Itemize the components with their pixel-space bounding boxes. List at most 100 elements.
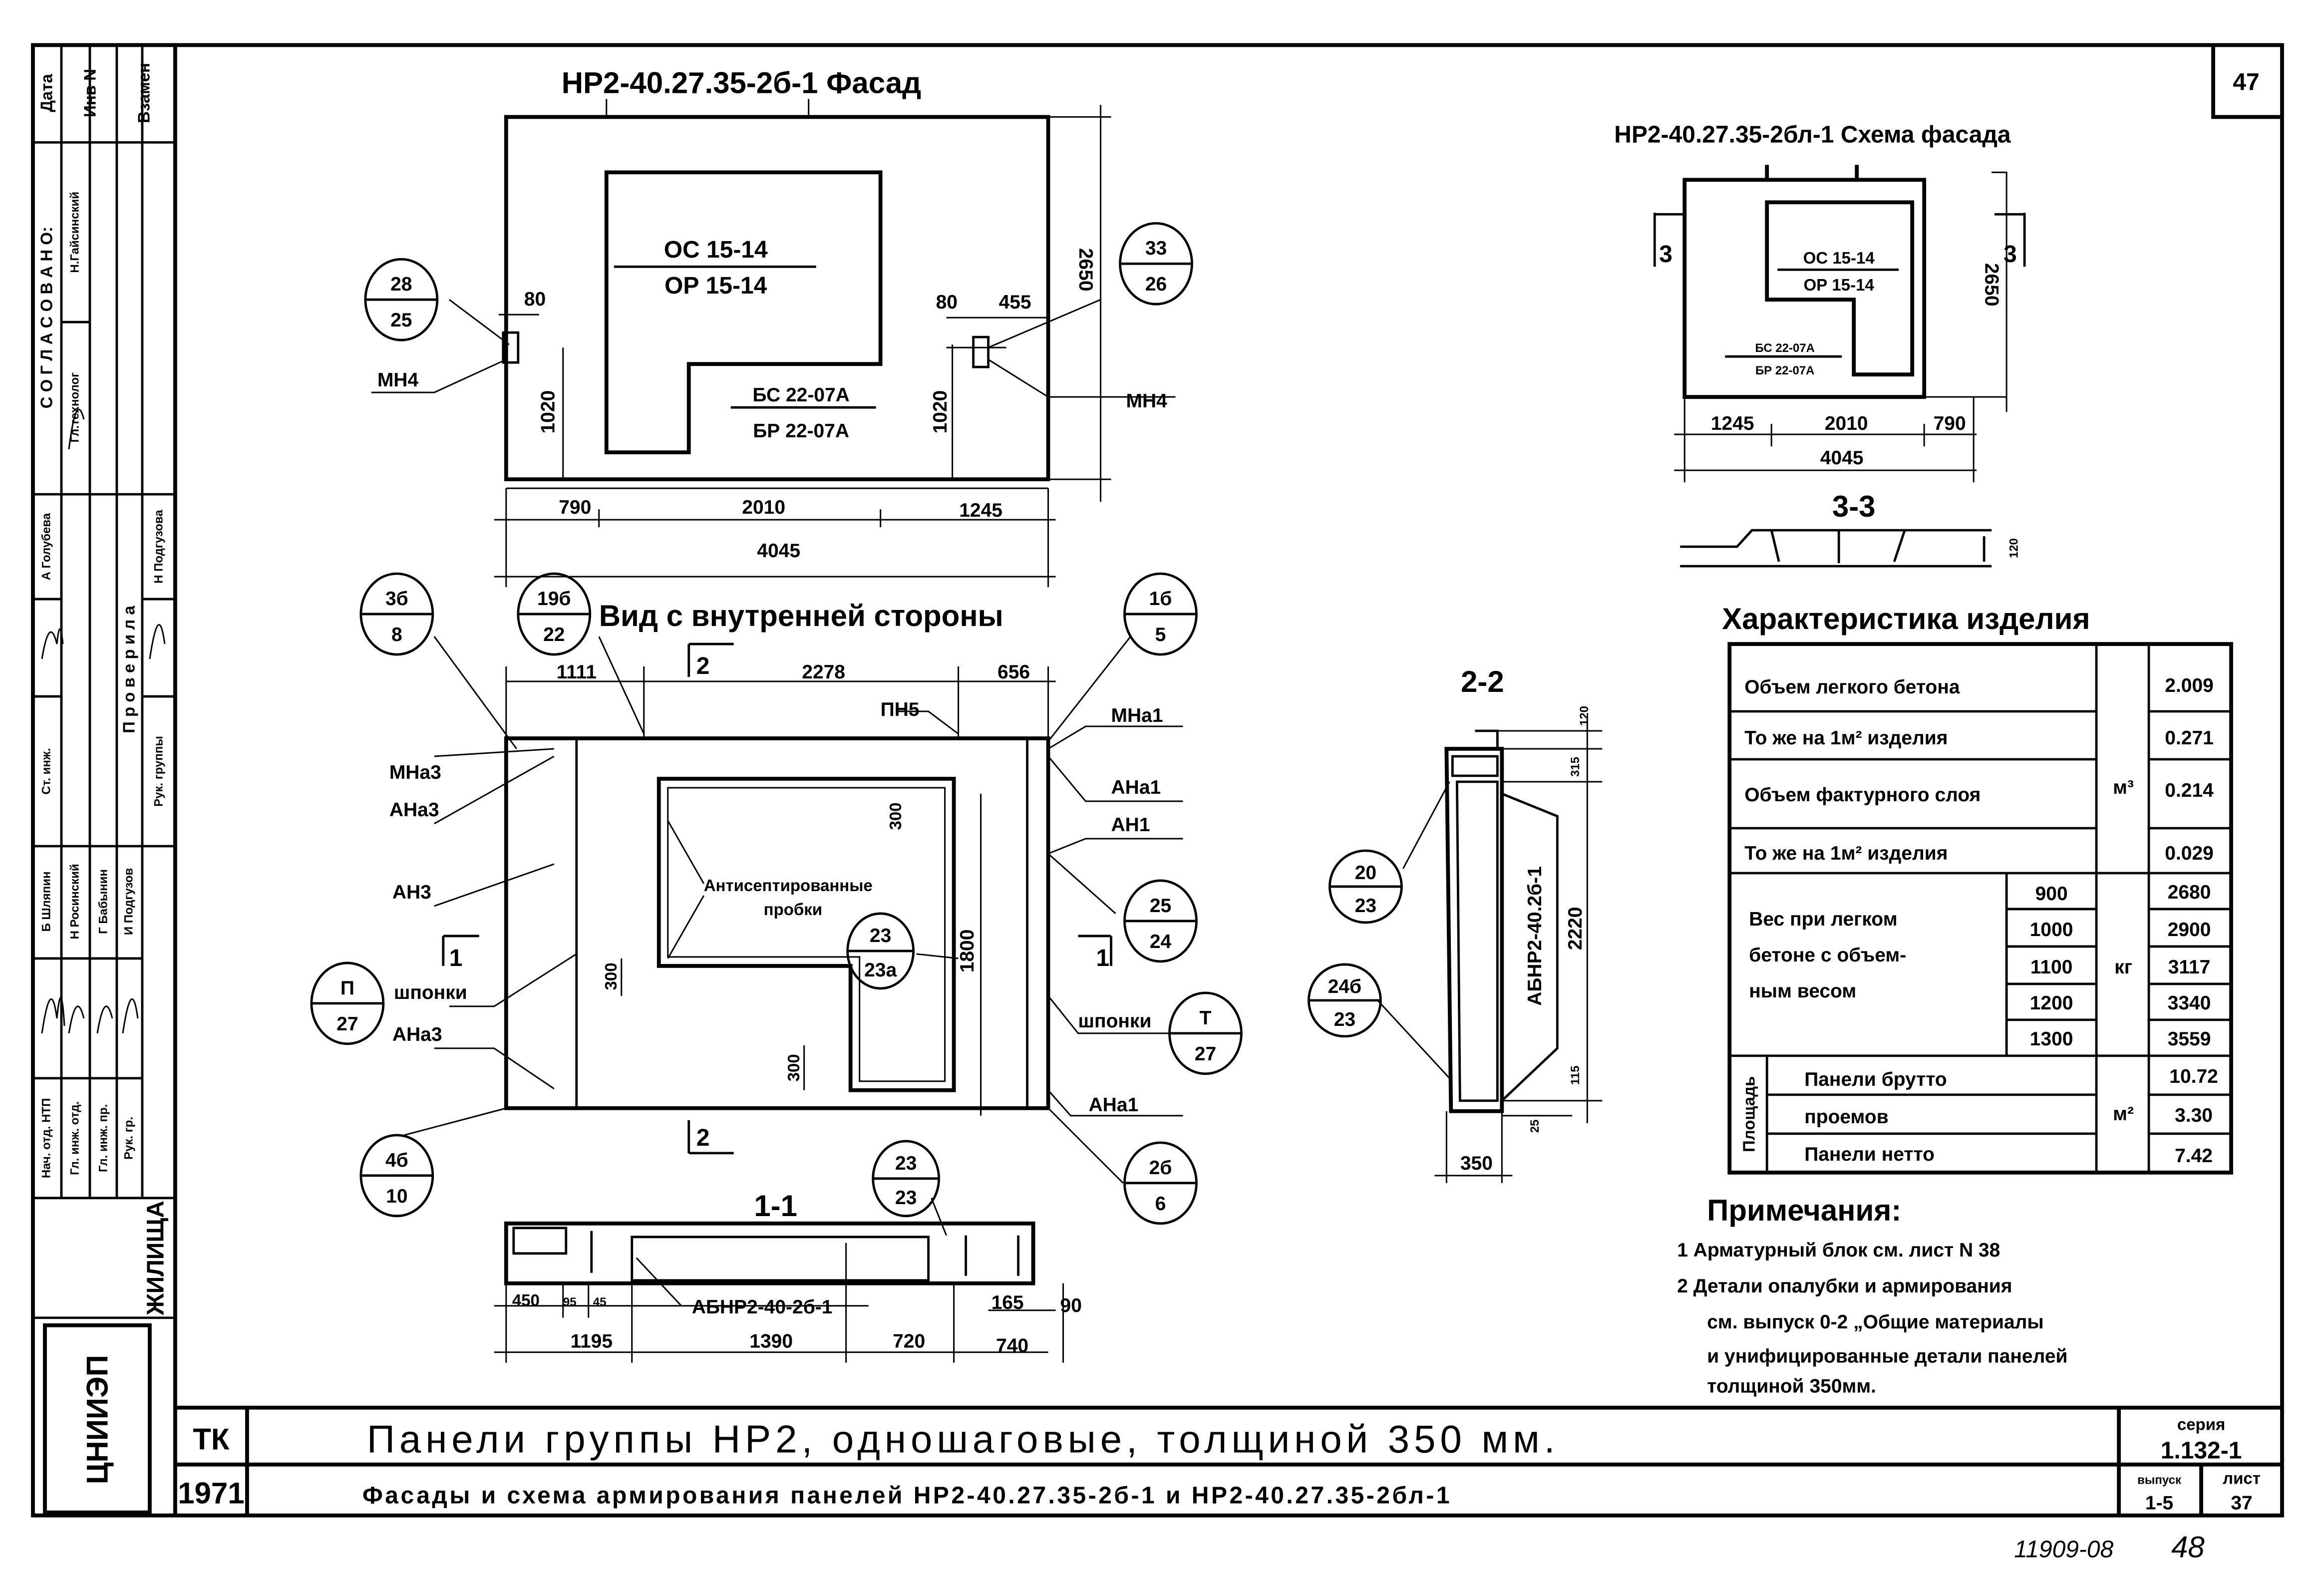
dim-1111: 1111 [557, 661, 597, 683]
dim-90: 90 [1060, 1295, 1082, 1316]
dim-165: 165 [992, 1292, 1024, 1313]
section-mark-1: 1 [1096, 945, 1110, 971]
svg-text:25: 25 [1150, 895, 1171, 917]
weight-value: 2900 [2168, 919, 2211, 941]
svg-text:27: 27 [1195, 1043, 1216, 1065]
svg-text:22: 22 [543, 624, 565, 645]
schema-dim-4045: 4045 [1820, 447, 1864, 469]
door-mark-top: БС 22-07А [752, 384, 849, 406]
svg-text:5: 5 [1155, 624, 1166, 645]
stamp-replace: Взамен [134, 63, 153, 123]
svg-text:10: 10 [386, 1186, 407, 1207]
area-value: 3.30 [2175, 1105, 2213, 1126]
dim-2010: 2010 [742, 497, 785, 518]
stamp-name: Н Росинский [68, 864, 81, 939]
density: 1300 [2030, 1028, 2073, 1050]
char-label: Объем легкого бетона [1744, 676, 1960, 698]
label-ana3: АНа3 [392, 1024, 442, 1045]
approval-stamp: Дата Инв N Взамен С О Г Л А С О В А Н О:… [32, 45, 175, 1515]
note-line: см. выпуск 0-2 „Общие материалы [1707, 1311, 2043, 1333]
density: 900 [2035, 883, 2068, 905]
note-line: толщиной 350мм. [1707, 1376, 1876, 1397]
schema-title: НР2-40.27.35-2бл-1 Схема фасада [1614, 121, 2011, 148]
title-block-year: 1971 [178, 1477, 244, 1510]
label-mna3: МНа3 [389, 762, 441, 783]
label-ana1: АНа1 [1111, 777, 1161, 798]
dim-1245: 1245 [959, 500, 1002, 521]
callout-2b-6: 2б6 [1123, 1141, 1198, 1225]
schema-door-top: БС 22-07А [1755, 341, 1815, 355]
stamp-agreed: С О Г Л А С О В А Н О: [37, 227, 55, 408]
window-mark-bottom: ОР 15-14 [664, 273, 767, 299]
dim-740: 740 [996, 1335, 1028, 1357]
facade-view: НР2-40.27.35-2б-1 Фасад ОС 15-14 ОР 15-1… [364, 66, 1193, 588]
dim-2220: 2220 [1565, 907, 1586, 950]
section-mark-1: 1 [449, 945, 463, 971]
section-1-1-title: 1-1 [754, 1189, 797, 1223]
issue-label: выпуск [2137, 1474, 2182, 1487]
svg-text:23: 23 [1334, 1009, 1355, 1030]
svg-text:19б: 19б [537, 588, 571, 610]
archive-page: 48 [2171, 1531, 2205, 1564]
signatures [41, 408, 166, 1034]
note-line: 2 Детали опалубки и армирования [1677, 1275, 2012, 1297]
char-label: То же на 1м² изделия [1744, 727, 1948, 749]
stamp-name: Б Шляпин [39, 871, 53, 932]
stamp-agreed-name: Н.Гайсинский [68, 192, 81, 273]
callout-t-27: Т27 [1168, 991, 1243, 1075]
notes: Примечания: 1 Арматурный блок см. лист N… [1677, 1194, 2067, 1397]
stamp-inv: Инв N [80, 69, 99, 117]
institute-logo: ЦНИИЭП [43, 1323, 152, 1515]
section-mark-3: 3 [1659, 241, 1672, 268]
schema-dim-2010: 2010 [1825, 413, 1868, 434]
dim-1390: 1390 [749, 1331, 793, 1352]
weight-label: бетоне с объем- [1749, 945, 1906, 966]
notes-title: Примечания: [1707, 1194, 1901, 1227]
section-1-1: 1-1 450 95 45 АБНР2-40-2б-1 165 90 1195 … [494, 1140, 1082, 1363]
callout-3b-8: 3б 8 [359, 572, 434, 656]
dim-95: 95 [563, 1295, 577, 1309]
label-pn5: ПН5 [881, 699, 920, 720]
dim-300: 300 [602, 962, 620, 990]
inner-view: Вид с внутренней стороны 1111 2278 656 1… [310, 572, 1243, 1225]
schema-dim-1245: 1245 [1711, 413, 1754, 434]
sheet-frame [31, 43, 2284, 1518]
title-block: ТК 1971 Панели группы НР2, одношаговые, … [175, 1405, 2283, 1516]
stamp-agreed-role: Гл.технолог [68, 372, 81, 443]
char-label: То же на 1м² изделия [1744, 843, 1948, 864]
schema-window-bottom: ОР 15-14 [1804, 276, 1875, 294]
area-row-label: Панели нетто [1804, 1144, 1935, 1165]
title-block-title-2: Фасады и схема армирования панелей НР2-4… [362, 1483, 1452, 1509]
stamp-role: Рук. группы [152, 736, 165, 807]
facade-title: НР2-40.27.35-2б-1 Фасад [562, 66, 921, 99]
label-an3: АН3 [392, 882, 431, 903]
char-value: 0.214 [2165, 780, 2214, 801]
dim-1020-right: 1020 [930, 390, 951, 434]
dim-455: 455 [999, 292, 1031, 313]
svg-text:8: 8 [391, 624, 402, 645]
weight-label: ным весом [1749, 980, 1856, 1002]
stamp-role: Нач. отд. НТП [39, 1098, 53, 1179]
dim-300: 300 [886, 802, 905, 830]
svg-text:26: 26 [1145, 274, 1167, 295]
svg-text:23: 23 [895, 1187, 917, 1209]
dim-115: 115 [1569, 1066, 1582, 1085]
stamp-checked: П р о в е р и л а [119, 606, 138, 733]
section-3-3-title: 3-3 [1832, 490, 1876, 523]
svg-text:3б: 3б [385, 588, 408, 610]
dim-350: 350 [1460, 1153, 1493, 1174]
schema-dim-2650: 2650 [1981, 263, 2002, 307]
facade-schema: НР2-40.27.35-2бл-1 Схема фасада ОС 15-14… [1614, 121, 2026, 568]
section-2-2: 2-2 120 315 2220 115 25 350 АБНР2-40.2б-… [1308, 665, 1603, 1183]
section-2-2-title: 2-2 [1461, 665, 1504, 698]
label-shponki: шпонки [394, 982, 467, 1003]
sheet-label: лист [2223, 1469, 2261, 1488]
dim-2278: 2278 [802, 661, 845, 683]
svg-text:2б: 2б [1149, 1157, 1172, 1179]
